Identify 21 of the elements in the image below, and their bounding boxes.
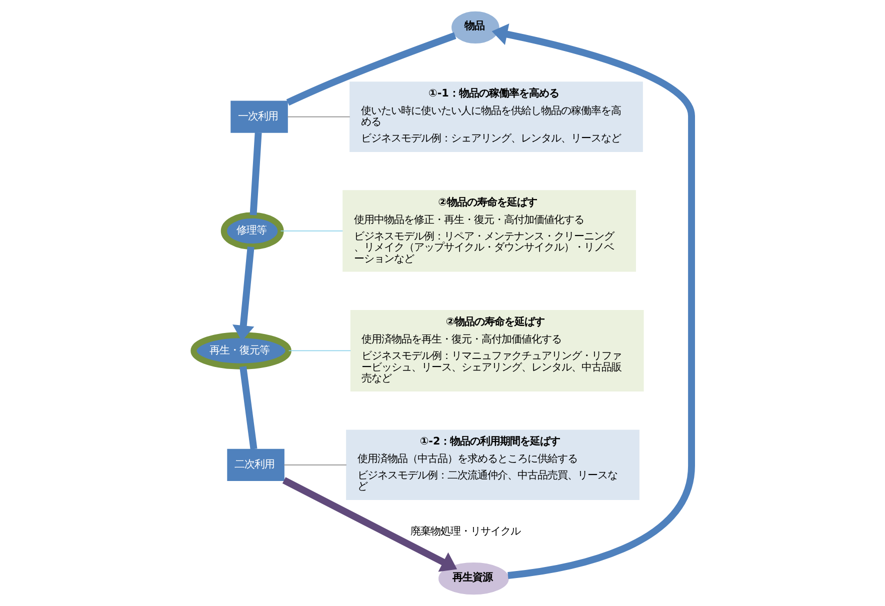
node-box: 一次利用: [230, 100, 288, 133]
node-box: ②物品の寿命を延ばす 使用済物品を再生・復元・高付加価値化する ビジネスモデル例：リマニュファクチュアリング・リファービッシュ、リース、シェアリング、レンタル、中古品販売など: [350, 310, 644, 392]
node-box: ①-2：物品の利用期間を延ばす 使用済物品（中古品）を求めるところに供給する ビジネスモデル例：二次流通仲介、中古品売買、リースなど: [346, 430, 640, 500]
node-ellipse: 再生資源: [438, 562, 509, 595]
node-box: ①-1：物品の稼働率を高める 使いたい時に使いたい人に物品を供給し物品の稼働率を高める ビジネスモデル例：シェアリング、レンタル、リースなど: [350, 82, 643, 152]
connector: [284, 464, 347, 466]
connector: [287, 116, 350, 118]
arrow: [232, 246, 254, 342]
connector: [250, 132, 262, 216]
connector: [280, 230, 344, 232]
connector: [286, 32, 456, 106]
node-box: ②物品の寿命を延ばす 使用中物品を修正・再生・復元・高付加価値化する ビジネスモデル例：リペア・メンテナンス・クリーニング、リメイク（アップサイクル・ダウンサイクル）・リノベーションなど: [342, 190, 636, 272]
connector: [240, 366, 258, 450]
arrow: [282, 477, 458, 572]
connector: [288, 350, 352, 352]
edge-label: 廃棄物処理・リサイクル: [410, 525, 521, 538]
node-box: 二次利用: [227, 448, 284, 481]
arrow: [492, 24, 695, 579]
node-ellipse: 物品: [452, 11, 500, 44]
node-ellipse: 再生・復元等: [190, 332, 292, 370]
node-ellipse: 修理等: [220, 212, 284, 250]
